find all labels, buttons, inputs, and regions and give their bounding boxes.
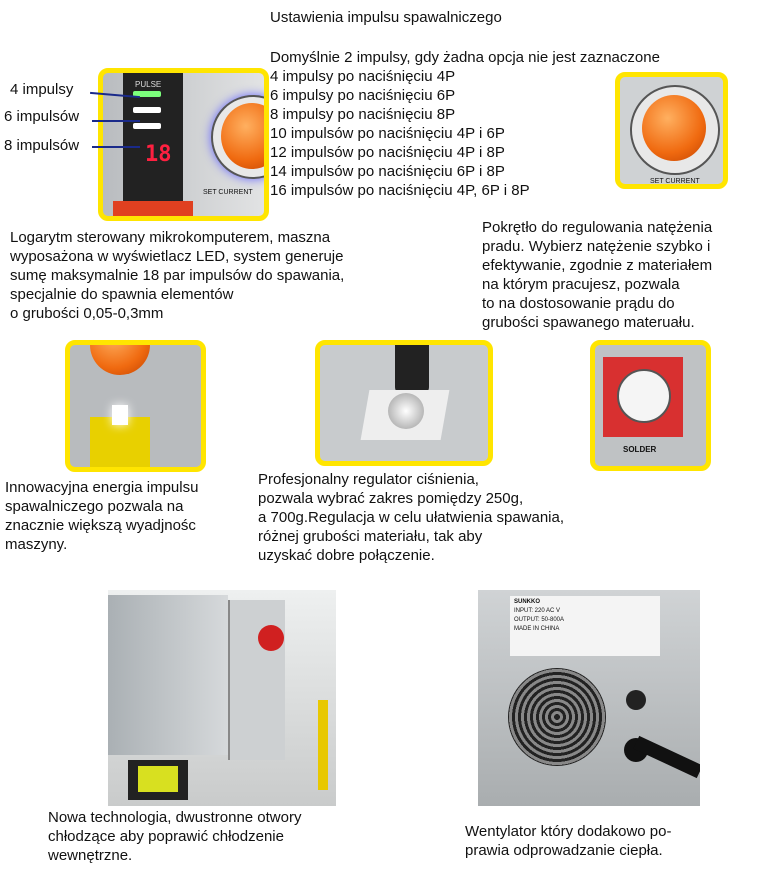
list-item: 6 impulsy po naciśnięciu 6P <box>270 87 456 104</box>
solder-dial-photo: SOLDER <box>590 340 711 471</box>
text-line: uzyskać dobre połączenie. <box>258 547 435 564</box>
regulator-top <box>395 345 429 395</box>
fan-paragraph: Wentylator który dodakowo po- prawia odp… <box>465 822 672 860</box>
list-item: 14 impulsów po naciśnięciu 6P i 8P <box>270 163 505 180</box>
text-line: Innowacyjna energia impulsu <box>5 479 199 496</box>
text-line: Nowa technologia, dwustronne otwory <box>48 809 302 826</box>
fan-grille <box>508 668 606 766</box>
text-line: chłodzące aby poprawić chłodzenie <box>48 828 284 845</box>
text-line: wewnętrzne. <box>48 847 133 864</box>
text-line: sumę maksymalnie 18 par impulsów do spaw… <box>10 267 345 284</box>
text-line: spawalniczego pozwala na <box>5 498 184 515</box>
electrodes-photo <box>65 340 206 472</box>
set-current-label: SET CURRENT <box>650 178 700 185</box>
list-item: 4 impulsy po naciśnięciu 4P <box>270 68 456 85</box>
knob-paragraph: Pokrętło do regulowania natężenia pradu.… <box>482 218 712 332</box>
text-line: prawia odprowadzanie ciepła. <box>465 842 663 859</box>
rating-label: SUNKKO INPUT: 220 AC V OUTPUT: 50-800A M… <box>510 596 660 656</box>
led-6p <box>133 107 161 113</box>
knob-photo: SET CURRENT <box>615 72 728 189</box>
machine-back-photo: SUNKKO INPUT: 220 AC V OUTPUT: 50-800A M… <box>478 590 700 806</box>
temp-dial <box>617 369 671 423</box>
text-line: pradu. Wybierz natężenie szybko i <box>482 238 711 255</box>
led-panel: PULSE 18 <box>123 73 183 213</box>
pressure-paragraph: Profesjonalny regulator ciśnienia, pozwa… <box>258 470 564 565</box>
list-item: 8 impulsy po naciśnięciu 8P <box>270 106 456 123</box>
input-rating: INPUT: 220 AC V <box>514 608 561 614</box>
solder-label: SOLDER <box>623 445 657 454</box>
label-6-pulses: 6 impulsów <box>4 108 80 125</box>
text-line: Logarytm sterowany mikrokomputerem, masz… <box>10 229 331 246</box>
pointer-line <box>92 146 140 148</box>
regulator-knob <box>388 393 424 429</box>
led-4p <box>133 91 161 97</box>
machine-body <box>108 595 228 755</box>
text-line: znacznie większą wyadjnośc <box>5 517 196 534</box>
text-line: wyposażona w wyświetlacz LED, system gen… <box>10 248 344 265</box>
electrode-holder <box>90 417 150 467</box>
page-title: Ustawienia impulsu spawalniczego <box>270 9 502 26</box>
text-line: Profesjonalny regulator ciśnienia, <box>258 471 479 488</box>
front-panel <box>228 600 285 760</box>
list-item: Domyślnie 2 impulsy, gdy żadna opcja nie… <box>270 49 660 66</box>
current-knob <box>221 103 264 169</box>
text-line: różnej grubości materiału, tak aby <box>258 528 483 545</box>
solder-pen <box>318 700 328 790</box>
knob <box>642 95 706 161</box>
text-line: efektywanie, zgodnie z materiałem <box>482 257 713 274</box>
text-line: pozwala wybrać zakres pomiędzy 250g, <box>258 490 524 507</box>
machine-side-photo <box>108 590 336 806</box>
list-item: 10 impulsów po naciśnięciu 4P i 6P <box>270 125 505 142</box>
label-4-pulses: 4 impulsy <box>10 81 74 98</box>
text-line: Pokrętło do regulowania natężenia <box>482 219 713 236</box>
pulse-label: PULSE <box>135 80 162 89</box>
led-8p <box>133 123 161 129</box>
text-line: grubości spawanego materuału. <box>482 314 695 331</box>
list-item: 12 impulsów po naciśnięciu 4P i 8P <box>270 144 505 161</box>
text-line: specjalnie do spawnia elementów <box>10 286 234 303</box>
energy-paragraph: Innowacyjna energia impulsu spawalniczeg… <box>5 478 198 554</box>
label-8-pulses: 8 impulsów <box>4 137 80 154</box>
output-rating: OUTPUT: 50-800A <box>514 617 565 623</box>
knob <box>90 345 150 375</box>
pulse-settings-list: Domyślnie 2 impulsy, gdy żadna opcja nie… <box>270 48 660 200</box>
text-line: Wentylator który dodakowo po- <box>465 823 672 840</box>
power-socket <box>626 690 646 710</box>
spark <box>112 405 128 425</box>
set-current-label: SET CURRENT <box>203 189 253 196</box>
text-line: to na dostosowanie prądu do <box>482 295 675 312</box>
brand: SUNKKO <box>514 599 541 605</box>
pulse-panel-photo: PULSE 18 SET CURRENT <box>98 68 269 221</box>
led-paragraph: Logarytm sterowany mikrokomputerem, masz… <box>10 228 344 323</box>
pressure-regulator-photo <box>315 340 493 466</box>
sponge <box>138 766 178 792</box>
red-strip <box>113 201 193 216</box>
pointer-line <box>92 120 140 122</box>
list-item: 16 impulsów po naciśnięciu 4P, 6P i 8P <box>270 182 530 199</box>
text-line: na którym pracujesz, pozwala <box>482 276 680 293</box>
made-in: MADE IN CHINA <box>514 626 560 632</box>
knob <box>258 625 284 651</box>
text-line: maszyny. <box>5 536 68 553</box>
text-line: a 700g.Regulacja w celu ułatwienia spawa… <box>258 509 565 526</box>
cooling-paragraph: Nowa technologia, dwustronne otwory chło… <box>48 808 301 865</box>
text-line: o grubości 0,05-0,3mm <box>10 305 164 322</box>
led-display: 18 <box>145 142 172 167</box>
